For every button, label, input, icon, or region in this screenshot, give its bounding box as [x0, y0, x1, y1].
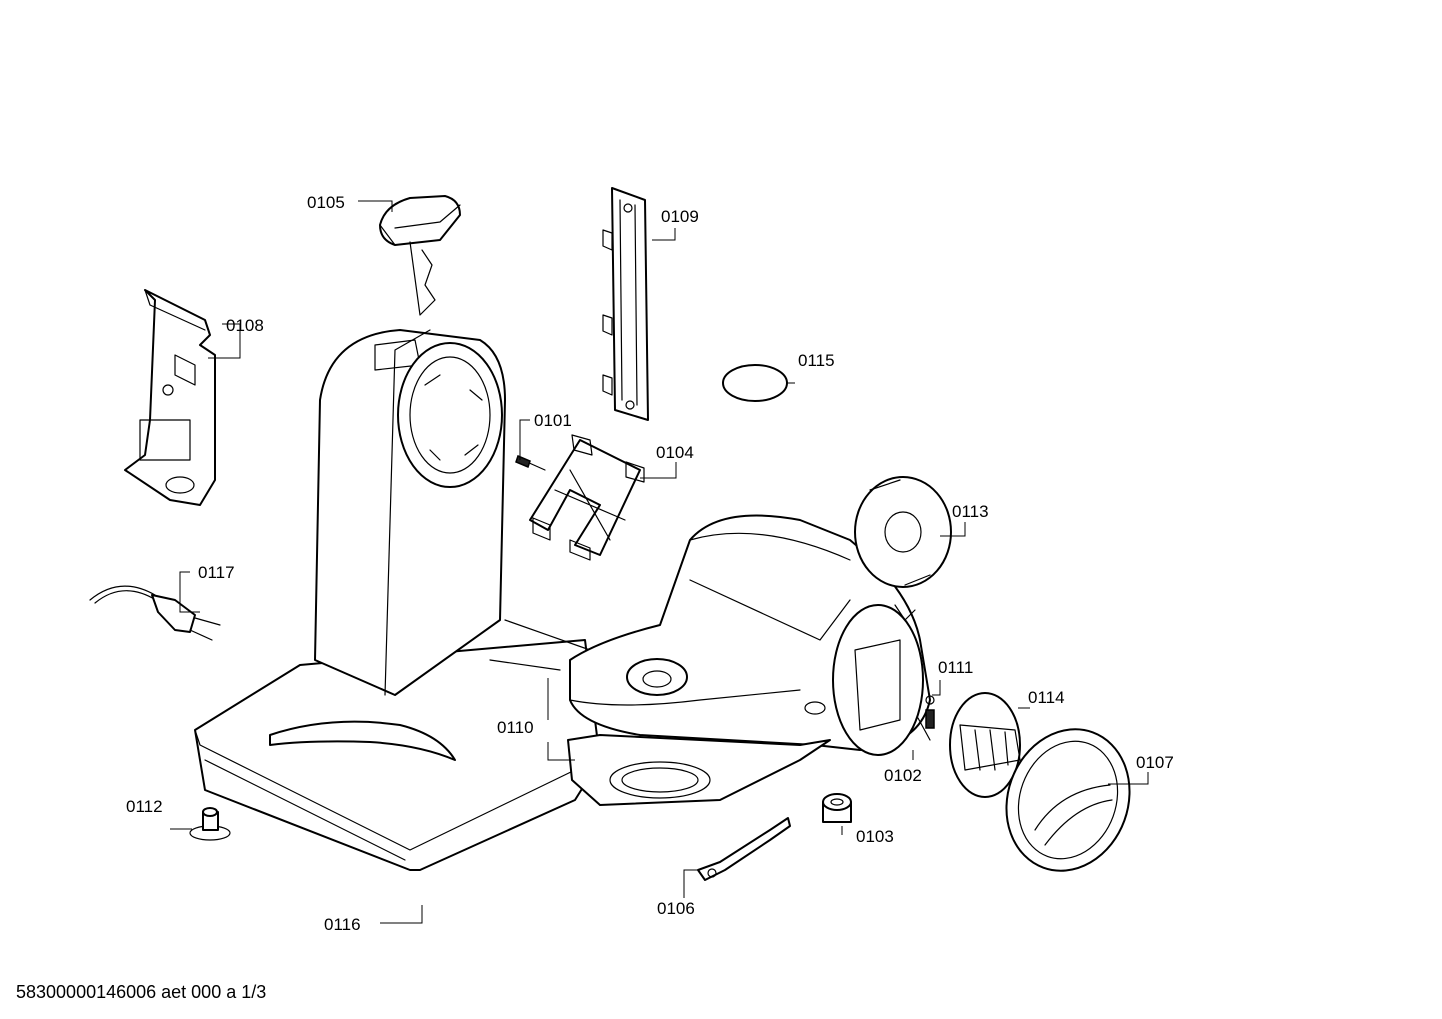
leader-lines — [170, 200, 1149, 924]
label-0111: 0111 — [938, 658, 973, 677]
label-0117: 0117 — [198, 563, 235, 582]
label-0114: 0114 — [1028, 688, 1065, 707]
ring-part — [854, 476, 952, 588]
label-0116: 0116 — [324, 915, 361, 934]
base-housing-part — [194, 329, 601, 871]
power-cord-part — [89, 585, 221, 641]
label-0102: 0102 — [884, 766, 922, 785]
label-0110: 0110 — [497, 718, 534, 737]
gear-wheel-part — [949, 692, 1021, 798]
electronic-bracket-part — [124, 289, 216, 506]
label-0112: 0112 — [126, 797, 163, 816]
label-0101: 0101 — [534, 411, 572, 430]
cover-cap-part — [1005, 728, 1131, 872]
guide-rail-part — [602, 187, 649, 421]
label-0105: 0105 — [307, 193, 345, 212]
label-0115: 0115 — [798, 351, 835, 370]
disc-part — [722, 364, 788, 402]
label-0108: 0108 — [226, 316, 264, 335]
gear-bracket-part — [529, 434, 645, 561]
pin-part — [917, 717, 931, 741]
small-spring-part — [925, 695, 935, 729]
bushing-part — [822, 793, 852, 823]
label-0109: 0109 — [661, 207, 699, 226]
drawing-reference-footer: 58300000146006 aet 000 a 1/3 — [16, 982, 266, 1002]
key-tool-part — [697, 817, 791, 881]
label-0113: 0113 — [952, 502, 989, 521]
label-0104: 0104 — [656, 443, 694, 462]
part-number-labels: 0105 0109 0108 0115 0101 0104 0113 0117 … — [126, 193, 1174, 934]
motor-head-part — [567, 514, 931, 806]
label-0103: 0103 — [856, 827, 894, 846]
label-0107: 0107 — [1136, 753, 1174, 772]
rubber-foot-part — [189, 807, 231, 841]
label-0106: 0106 — [657, 899, 695, 918]
switch-cap-part — [379, 195, 461, 316]
